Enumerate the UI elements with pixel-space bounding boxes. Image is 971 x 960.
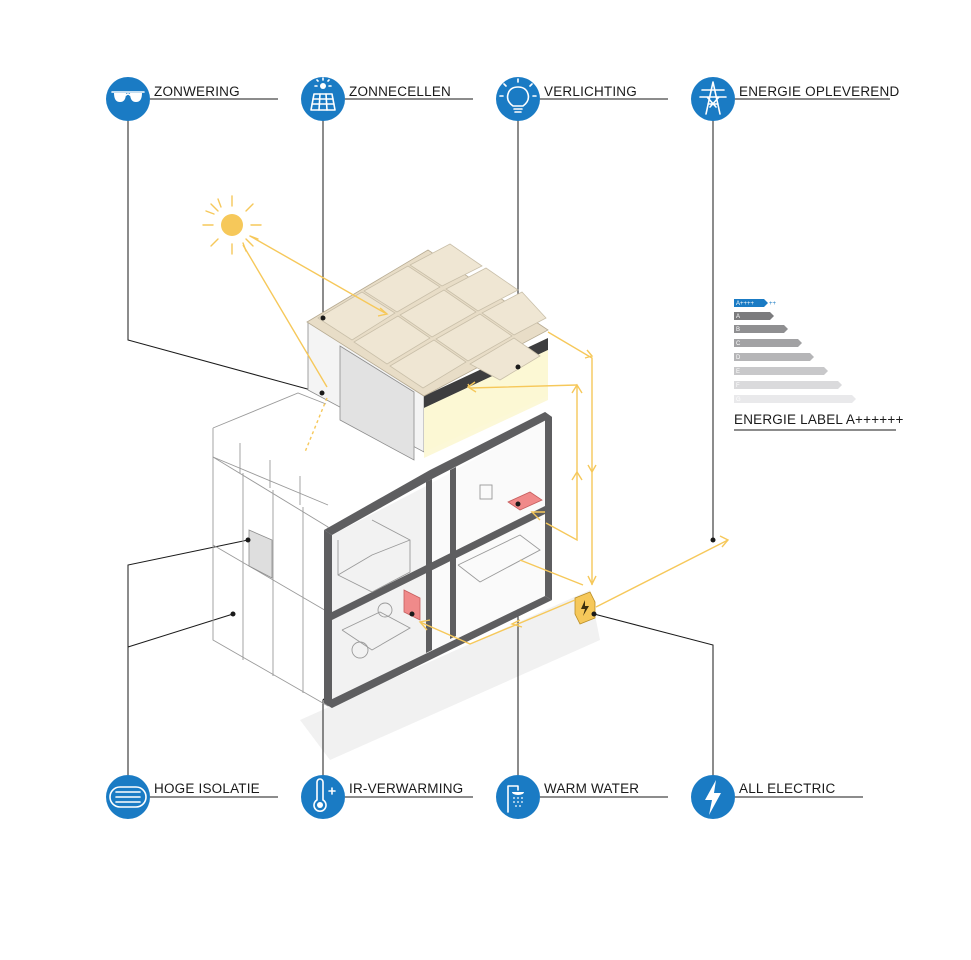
energy-bar-g <box>734 395 856 403</box>
callout-ir-verwarming: IR-VERWARMING <box>301 775 473 819</box>
label-zonwering: ZONWERING <box>154 84 240 99</box>
energy-grade-5: E <box>736 369 740 375</box>
sun-icon <box>202 195 262 255</box>
energy-grade-7: G <box>736 397 741 403</box>
energy-bar-c <box>734 339 802 347</box>
label-verlichting: VERLICHTING <box>544 84 637 99</box>
label-all-electric: ALL ELECTRIC <box>739 781 835 796</box>
energy-bar-a-plus <box>734 299 768 307</box>
label-hoge-isolatie: HOGE ISOLATIE <box>154 781 260 796</box>
energy-bar-d <box>734 353 814 361</box>
label-zonnecellen: ZONNECELLEN <box>349 84 451 99</box>
energy-flows <box>242 235 730 645</box>
energy-grade-suffix: ++ <box>769 301 777 307</box>
energy-bar-f <box>734 381 842 389</box>
energy-bar-e <box>734 367 828 375</box>
energy-grade-4: D <box>736 355 741 361</box>
callout-zonwering: ZONWERING <box>106 77 278 121</box>
energy-grade-6: F <box>736 383 740 389</box>
building-frame <box>324 412 552 708</box>
insulation-roll-icon <box>109 786 147 808</box>
solar-panels <box>306 243 549 397</box>
energy-grade-2: B <box>736 327 740 333</box>
label-ir-verwarming: IR-VERWARMING <box>349 781 463 796</box>
thermometer-icon <box>313 778 336 812</box>
callout-verlichting: VERLICHTING <box>496 77 668 121</box>
energy-label-caption: ENERGIE LABEL A++++++ <box>734 412 904 427</box>
callout-zonnecellen: ZONNECELLEN <box>301 77 473 121</box>
energy-grade-1: A <box>736 314 740 320</box>
power-pylon-icon <box>699 81 727 115</box>
energy-bar-b <box>734 325 788 333</box>
callout-hoge-isolatie: HOGE ISOLATIE <box>106 775 278 819</box>
leader-dots <box>230 315 716 617</box>
energy-label-scale: A++++ ++ A B C D E F G ENERGIE LABEL A++… <box>734 299 904 431</box>
sunglasses-icon <box>111 91 145 102</box>
leader-lines <box>127 120 714 780</box>
ghost-extension <box>212 392 329 707</box>
energy-bar-a <box>734 312 774 320</box>
ground-shadow <box>300 590 600 760</box>
lightning-icon <box>705 780 721 815</box>
label-energie-opleverend: ENERGIE OPLEVEREND <box>739 84 899 99</box>
energy-grade-0: A++++ <box>736 301 755 307</box>
shower-icon <box>507 785 524 813</box>
callout-warm-water: WARM WATER <box>496 775 668 819</box>
ir-heater-ground <box>403 589 421 621</box>
solar-panel-icon <box>310 77 336 111</box>
label-warm-water: WARM WATER <box>544 781 639 796</box>
callout-energie-opleverend: ENERGIE OPLEVEREND <box>691 77 899 121</box>
callout-all-electric: ALL ELECTRIC <box>691 775 863 819</box>
electric-box <box>574 591 596 625</box>
light-bulb-icon <box>499 78 537 113</box>
energy-grade-3: C <box>736 341 741 347</box>
